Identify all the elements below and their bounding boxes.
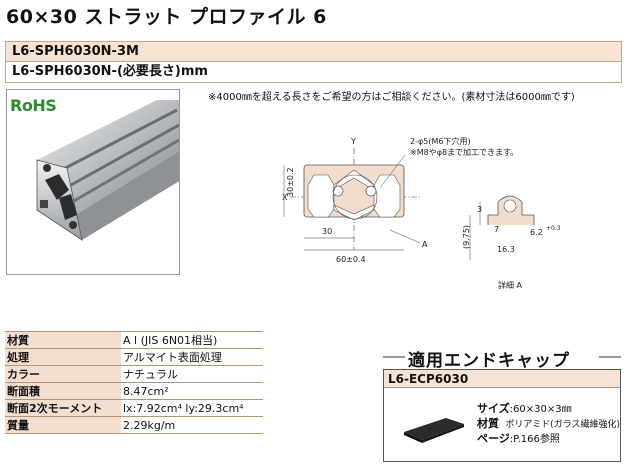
endcap-material-label: 材質 xyxy=(477,417,499,430)
endcap-size-label: サイズ xyxy=(477,402,510,415)
endcap-material-value: ポリアミド(ガラス繊維強化) xyxy=(505,420,621,430)
detail-dim-975: (9.75) xyxy=(462,225,471,249)
detail-dim-62: 6.2 xyxy=(530,228,543,237)
part-number-custom: L6-SPH6030N-(必要長さ)mm xyxy=(5,62,622,83)
extrusion-illustration xyxy=(36,100,179,241)
detail-a-marker: A xyxy=(422,240,428,249)
endcap-part-number: L6-ECP6030 xyxy=(384,370,620,388)
cross-section-drawing: Y X 30±0.2 30 60±0.4 A 2-φ5(M6下穴用) ※M8やφ… xyxy=(282,136,561,290)
endcap-size-value: :60×30×3㎜ xyxy=(509,404,572,415)
page-title: 60×30 ストラット プロファイル 6 xyxy=(6,6,327,28)
endcap-section-title: 適用エンドキャップ xyxy=(408,351,570,371)
endcap-image xyxy=(404,418,464,443)
detail-caption: 詳細 A xyxy=(498,280,523,290)
detail-dim-3: 3 xyxy=(477,205,482,214)
length-note: ※4000㎜を超える長さをご希望の方はご相談ください。(素材寸法は6000㎜です… xyxy=(208,92,575,103)
endcap-page-value: :P.166参照 xyxy=(509,434,560,445)
hole-note-sub: ※M8やφ8まで加工できます。 xyxy=(410,147,518,157)
product-photo xyxy=(6,89,180,275)
detail-dim-7: 7 xyxy=(494,225,499,234)
rohs-logo: RoHS xyxy=(10,96,57,115)
endcap-title-frame xyxy=(383,356,621,358)
profile-section xyxy=(303,164,405,221)
detail-a xyxy=(469,195,535,260)
dim-height: 30±0.2 xyxy=(286,167,295,197)
detail-dim-62-tol: +0.3 xyxy=(546,225,561,232)
table-row: 処理アルマイト表面処理 xyxy=(5,348,263,366)
detail-dim-163: 16.3 xyxy=(497,245,515,254)
dim-pitch: 30 xyxy=(322,227,332,236)
x-axis-label: X xyxy=(282,193,288,202)
y-axis-label: Y xyxy=(350,137,356,146)
dim-width: 60±0.4 xyxy=(336,255,366,264)
endcap-page-label: ページ xyxy=(477,432,510,445)
endcap-spec: サイズ:60×30×3㎜ 材質 ポリアミド(ガラス繊維強化) ページ:P.166… xyxy=(477,402,620,447)
part-number-fixed: L6-SPH6030N-3M xyxy=(5,41,622,62)
table-row: カラーナチュラル xyxy=(5,365,263,383)
hole-note: 2-φ5(M6下穴用) xyxy=(410,136,471,146)
